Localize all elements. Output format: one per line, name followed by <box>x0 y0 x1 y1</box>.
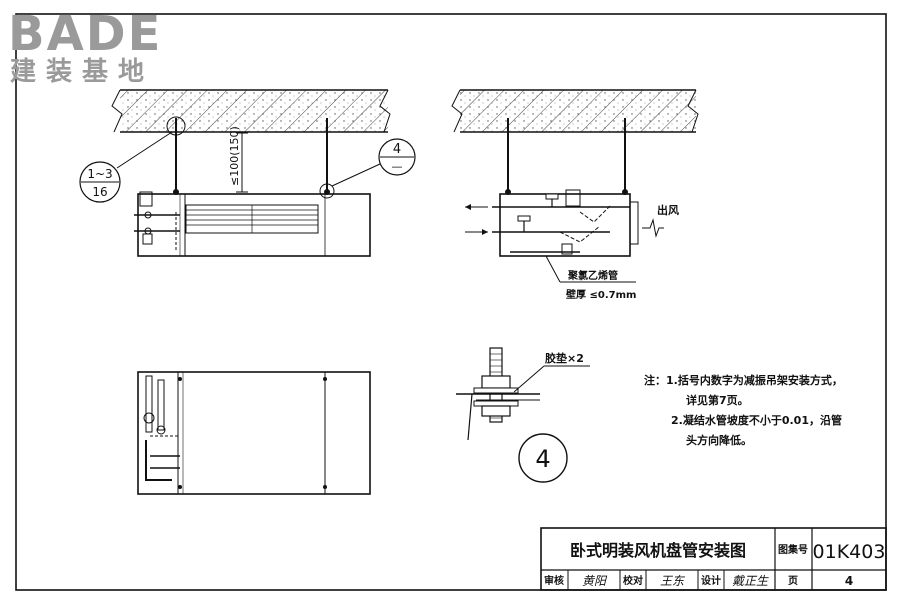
check-label: 校对 <box>623 574 643 587</box>
nut <box>481 375 511 389</box>
fan-coil-unit-section <box>499 193 631 257</box>
atlas-number: 01K403 <box>813 541 886 563</box>
callout-bubble-right: 4 — <box>378 138 416 176</box>
logo-brand: BADE <box>8 6 162 62</box>
piping-left <box>134 191 180 250</box>
design-label: 设计 <box>701 574 721 587</box>
rubber-pad <box>473 387 519 394</box>
piping-plan <box>143 375 180 481</box>
check-signature: 王东 <box>660 574 686 588</box>
callout-right-top: 4 <box>393 142 401 157</box>
dimension-line: ≤100(150) <box>228 126 248 193</box>
piping-section <box>492 189 630 255</box>
drawing-title: 卧式明装风机盘管安装图 <box>570 541 746 560</box>
inlet-arrows <box>465 204 488 235</box>
logo: BADE 建装基地 <box>8 6 162 87</box>
page-label: 页 <box>788 575 798 587</box>
note-line-1: 注：1.括号内数字为减振吊架安装方式， <box>644 373 843 387</box>
notes: 注：1.括号内数字为减振吊架安装方式， 详见第7页。 2.凝结水管坡度不小于0.… <box>644 373 843 447</box>
fan-coil-unit-plan <box>137 371 371 495</box>
dimension-label: ≤100(150) <box>228 126 241 186</box>
review-label: 审核 <box>544 574 564 587</box>
callout-circle-small <box>319 183 335 199</box>
ceiling-slab-left <box>111 89 391 133</box>
note-line-4: 头方向降低。 <box>686 433 752 447</box>
callout-left-top: 1~3 <box>87 167 112 181</box>
review-signature: 黄阳 <box>582 574 608 588</box>
outlet-arrow: 出风 <box>642 203 679 238</box>
air-outlet-label: 出风 <box>657 203 679 217</box>
fan-coil-unit-front <box>137 193 371 257</box>
pipe-name-label: 聚氯乙烯管 <box>567 269 618 282</box>
section-view-right: 出风 聚氯乙烯管 壁厚 ≤0.7mm <box>451 89 699 301</box>
logo-subtitle: 建装基地 <box>10 57 154 87</box>
detail-number: 4 <box>535 445 550 473</box>
callout-circle-small <box>166 116 186 136</box>
air-grille <box>185 204 319 234</box>
design-signature: 戴正生 <box>732 574 769 588</box>
callout-bubble-left: 1~3 16 <box>79 161 121 203</box>
ceiling-slab-right <box>451 89 699 133</box>
page-number: 4 <box>845 574 853 588</box>
note-line-2: 详见第7页。 <box>686 393 749 407</box>
nut <box>481 405 511 417</box>
callout-left-bottom: 16 <box>92 185 107 199</box>
detail-number-circle <box>518 433 568 483</box>
side-view-left: 1~3 16 4 — ≤100(150) <box>79 89 416 257</box>
plan-view <box>137 371 371 495</box>
title-block: 卧式明装风机盘管安装图 图集号 01K403 审核 黄阳 校对 王东 设计 戴正… <box>540 527 887 591</box>
washer-label: 胶垫×2 <box>545 351 584 365</box>
pipe-wall-label: 壁厚 ≤0.7mm <box>566 288 636 301</box>
detail-4: 胶垫×2 4 <box>456 347 590 483</box>
note-line-3: 2.凝结水管坡度不小于0.01，沿管 <box>671 413 842 427</box>
atlas-label: 图集号 <box>778 543 808 556</box>
rubber-pad <box>473 400 519 407</box>
drawing-border <box>15 13 887 591</box>
callout-right-bottom: — <box>392 160 403 173</box>
